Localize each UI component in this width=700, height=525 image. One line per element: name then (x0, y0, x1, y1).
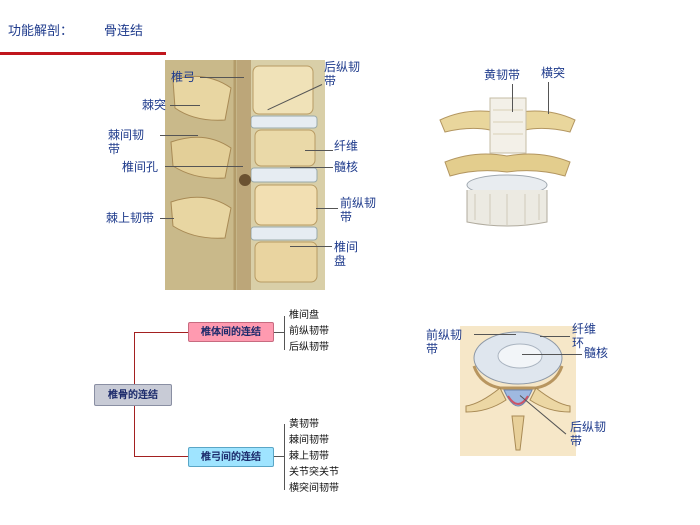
label-disc-line1: 椎间 (334, 240, 359, 254)
label-axial-anterior-longitudinal-ligament: 前纵韧 带 (426, 328, 462, 356)
label-interspinous-ligament-line2: 带 (108, 142, 121, 156)
figure-spine-sagittal (165, 60, 325, 290)
leader-axial-anterior-longitudinal-ligament (474, 334, 516, 335)
mindmap-root: 椎骨的连结 (94, 384, 172, 406)
page-header: 功能解剖： 骨连结 (8, 20, 143, 39)
header-rule (0, 52, 166, 55)
connector-branch-2 (274, 456, 284, 457)
mindmap-branch-bottom (134, 456, 190, 457)
subitem-1-1: 椎间盘 (289, 310, 319, 321)
leader-spinous-process (170, 105, 200, 106)
leader-anterior-longitudinal-ligament (316, 208, 338, 209)
figure-vertebra-axial (460, 326, 576, 456)
label-spinous-process: 棘突 (142, 98, 167, 112)
mindmap-branch-2: 椎弓间的连结 (188, 447, 274, 467)
figure-ligamentum-flavum (435, 90, 580, 230)
subitem-2-4: 关节突关节 (289, 467, 339, 478)
label-disc-line2: 盘 (334, 254, 347, 268)
label-axial-annulus-line1: 纤维 (572, 322, 597, 336)
bracket-branch-2 (284, 424, 285, 490)
leader-ligamentum-flavum (512, 84, 513, 112)
label-axial-all-line1: 前纵韧 (426, 328, 463, 342)
label-axial-annulus-line2: 环 (572, 336, 585, 350)
label-intervertebral-disc: 椎间 盘 (334, 240, 358, 268)
leader-vertebral-arch (200, 77, 244, 78)
page-title: 骨连结 (104, 24, 144, 39)
label-pll-line2: 带 (324, 74, 337, 88)
leader-intervertebral-foramen (165, 166, 243, 167)
label-axial-posterior-longitudinal-ligament: 后纵韧 带 (570, 420, 606, 448)
label-axial-annulus-fibrosus: 纤维 环 (572, 322, 596, 350)
leader-nucleus-pulposus (290, 167, 333, 168)
connector-branch-1 (274, 332, 284, 333)
label-all-line1: 前纵韧 (340, 196, 377, 210)
subitem-2-1: 黄韧带 (289, 419, 319, 430)
label-axial-all-line2: 带 (426, 342, 439, 356)
label-annulus-fibrosus: 纤维 (334, 139, 359, 153)
mindmap-branch-1: 椎体间的连结 (188, 322, 274, 342)
bracket-branch-1 (284, 316, 285, 350)
subitem-1-2: 前纵韧带 (289, 326, 329, 337)
subitem-1-3: 后纵韧带 (289, 342, 329, 353)
subitem-2-2: 棘间韧带 (289, 435, 329, 446)
leader-annulus-fibrosus (305, 150, 333, 151)
leader-supraspinous-ligament (160, 218, 174, 219)
leader-axial-nucleus-pulposus (522, 354, 582, 355)
leader-axial-annulus-fibrosus (540, 336, 570, 337)
subitem-2-5: 横突间韧带 (289, 483, 339, 494)
label-all-line2: 带 (340, 210, 353, 224)
label-axial-pll-line2: 带 (570, 434, 583, 448)
label-axial-pll-line1: 后纵韧 (570, 420, 607, 434)
label-vertebral-arch: 椎弓 (171, 70, 196, 84)
label-posterior-longitudinal-ligament: 后纵韧 带 (324, 60, 360, 88)
label-anterior-longitudinal-ligament: 前纵韧 带 (340, 196, 376, 224)
label-transverse-process: 横突 (541, 66, 566, 80)
label-ligamentum-flavum: 黄韧带 (484, 68, 521, 82)
label-interspinous-ligament-line1: 棘间韧 (108, 128, 145, 142)
label-pll-line1: 后纵韧 (324, 60, 361, 74)
subitem-2-3: 棘上韧带 (289, 451, 329, 462)
label-interspinous-ligament: 棘间韧 带 (108, 128, 144, 156)
label-intervertebral-foramen: 椎间孔 (122, 160, 159, 174)
label-axial-nucleus-pulposus: 髓核 (584, 346, 609, 360)
mindmap-branch-top (134, 332, 190, 333)
leader-transverse-process (548, 82, 549, 114)
leader-interspinous-ligament (160, 135, 198, 136)
header-prefix: 功能解剖： (8, 24, 74, 39)
label-supraspinous-ligament: 棘上韧带 (106, 211, 155, 225)
label-nucleus-pulposus: 髓核 (334, 160, 359, 174)
leader-intervertebral-disc (290, 246, 332, 247)
